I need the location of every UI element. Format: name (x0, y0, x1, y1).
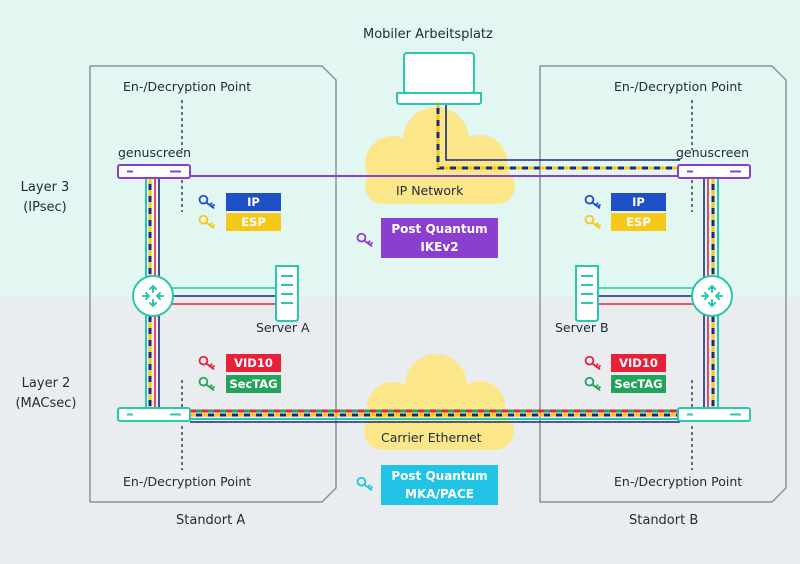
layer3-subtitle: (IPsec) (23, 200, 67, 215)
layer2-title: Layer 2 (21, 376, 71, 391)
sectag-tag-a: SecTAG (226, 375, 281, 393)
site-a-decryption-point-top: En-/Decryption Point (123, 79, 252, 94)
key-icon (198, 214, 215, 229)
site-a-name: Standort A (176, 513, 246, 528)
key-icon (584, 214, 601, 229)
key-icon (198, 355, 215, 370)
key-icon (356, 232, 373, 247)
site-b-box (539, 65, 787, 503)
server-a-label: Server A (256, 320, 310, 335)
layer2-label: Layer 2 (MACsec) (8, 374, 84, 414)
pq-ikev2-line2: IKEv2 (420, 240, 459, 254)
key-icon (198, 194, 215, 209)
vid10-tag-b: VID10 (611, 354, 666, 372)
server-b-label: Server B (555, 320, 609, 335)
appliance-icon (677, 407, 751, 422)
appliance-icon (117, 407, 191, 422)
post-quantum-ikev2-box: Post Quantum IKEv2 (381, 218, 498, 258)
carrier-ethernet-trunk (190, 409, 680, 423)
pq-ikev2-line1: Post Quantum (391, 222, 488, 236)
layer3-title: Layer 3 (20, 180, 70, 195)
decryption-point-markers (181, 100, 693, 470)
sectag-tag-b: SecTAG (611, 375, 666, 393)
ip-tag-b: IP (611, 193, 666, 211)
key-icon (584, 376, 601, 391)
site-a-decryption-point-bottom: En-/Decryption Point (123, 474, 252, 489)
router-server-links-a (172, 287, 276, 305)
site-b-decryption-point-bottom: En-/Decryption Point (614, 474, 743, 489)
ip-tag-a: IP (226, 193, 281, 211)
layer3-label: Layer 3 (IPsec) (14, 178, 76, 218)
vid10-tag-a: VID10 (226, 354, 281, 372)
server-icon (275, 265, 299, 322)
key-icon (356, 476, 373, 491)
key-icon (584, 194, 601, 209)
server-icon (575, 265, 599, 322)
pq-mka-line2: MKA/PACE (405, 487, 474, 501)
appliance-icon (117, 164, 191, 179)
router-icon (691, 275, 733, 317)
mobile-workstation-label: Mobiler Arbeitsplatz (363, 27, 493, 42)
site-b-genuscreen-label: genuscreen (676, 145, 750, 160)
laptop-icon (396, 52, 482, 105)
site-a-genuscreen-label: genuscreen (118, 145, 192, 160)
pq-mka-line1: Post Quantum (391, 469, 488, 483)
post-quantum-mka-pace-box: Post Quantum MKA/PACE (381, 465, 498, 505)
key-icon (198, 376, 215, 391)
esp-tag-b: ESP (611, 213, 666, 231)
site-b-decryption-point-top: En-/Decryption Point (614, 79, 743, 94)
mobile-worker-link (436, 102, 680, 170)
esp-tag-a: ESP (226, 213, 281, 231)
router-server-links-b (598, 287, 698, 305)
site-b-name: Standort B (629, 513, 699, 528)
layer2-subtitle: (MACsec) (15, 396, 77, 411)
key-icon (584, 355, 601, 370)
site-a-box (89, 65, 337, 503)
ip-network-label: IP Network (396, 183, 464, 198)
carrier-ethernet-label: Carrier Ethernet (381, 430, 482, 445)
router-icon (132, 275, 174, 317)
appliance-icon (677, 164, 751, 179)
